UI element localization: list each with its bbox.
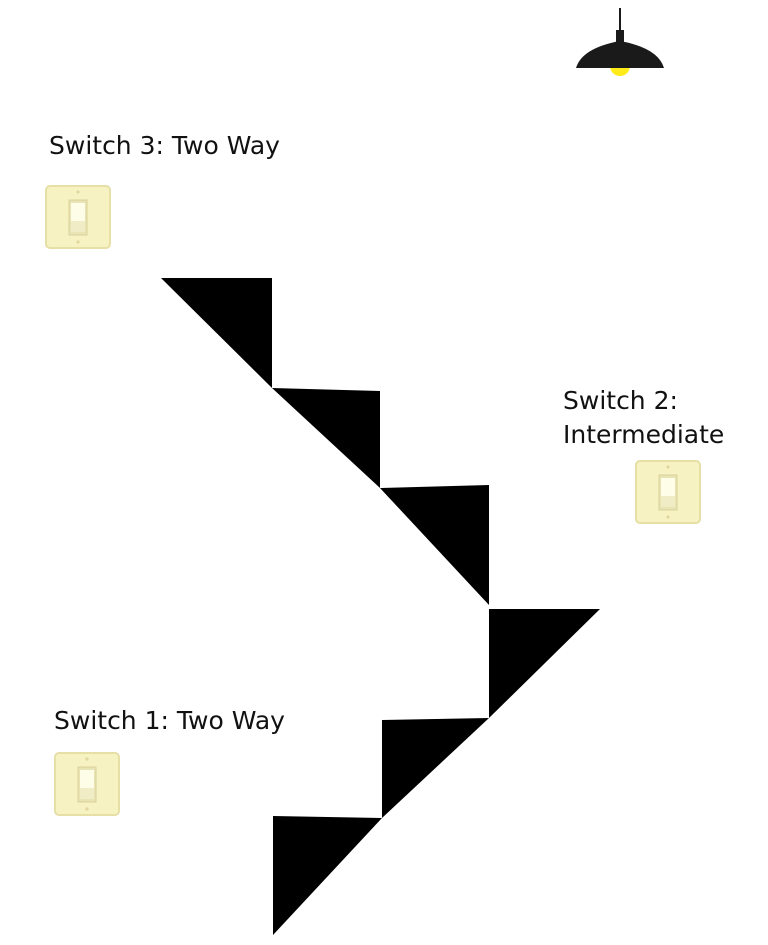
- switch-1-label-text: Switch 1: Two Way: [54, 706, 285, 735]
- stair-step-2: [272, 388, 380, 488]
- screw-bottom: [85, 807, 89, 811]
- switch-3-two-way-switch[interactable]: [45, 185, 111, 249]
- lamp-cap: [616, 30, 624, 42]
- screw-bottom: [666, 515, 670, 519]
- screw-top: [76, 190, 80, 194]
- toggle-shadow: [71, 221, 85, 232]
- toggle-shadow: [80, 788, 94, 799]
- screw-top: [666, 465, 670, 469]
- screw-bottom: [76, 240, 80, 244]
- toggle-shadow: [661, 496, 675, 507]
- lamp-shade: [576, 41, 664, 68]
- stair-step-1: [161, 278, 272, 388]
- toggle-lever: [661, 478, 675, 496]
- stair-step-6: [273, 816, 382, 935]
- switch-2-label-line1: Switch 2:: [563, 386, 678, 415]
- switch-1-two-way-switch[interactable]: [54, 752, 120, 816]
- toggle-lever: [80, 770, 94, 788]
- stair-step-5: [382, 718, 489, 818]
- switch-2-label-line2: Intermediate: [563, 420, 725, 449]
- stair-step-4: [489, 609, 600, 718]
- pendant-lamp-icon: [574, 8, 666, 80]
- screw-top: [85, 757, 89, 761]
- switch-3-label-text: Switch 3: Two Way: [49, 131, 280, 160]
- stair-step-3: [380, 485, 489, 605]
- toggle-lever: [71, 203, 85, 221]
- switch-2-intermediate-switch[interactable]: [635, 460, 701, 524]
